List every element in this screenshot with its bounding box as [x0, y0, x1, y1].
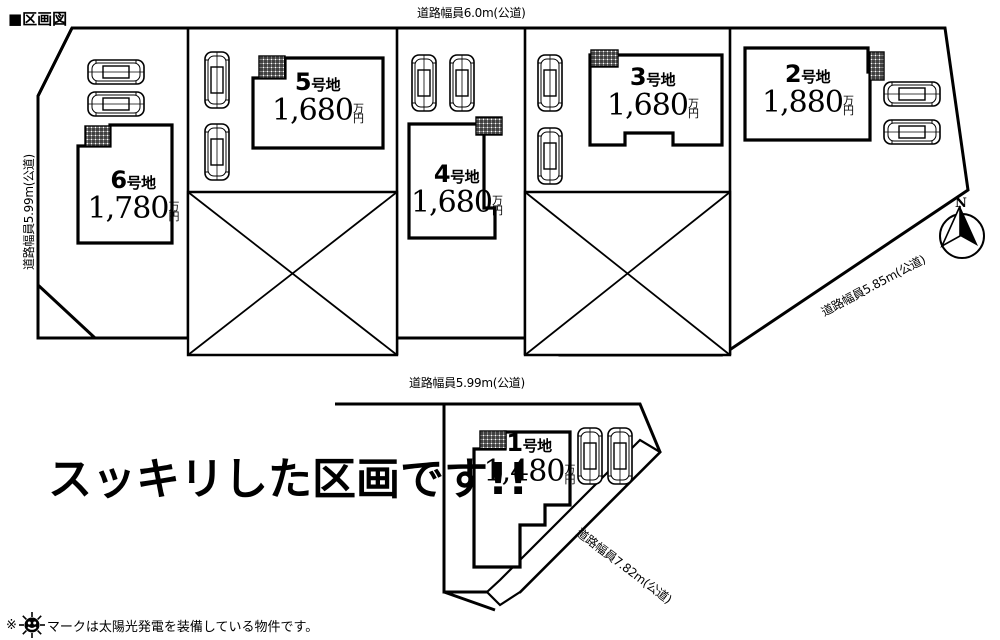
house-footprint-1	[472, 430, 572, 569]
parking-car	[883, 119, 941, 145]
road-label-top: 道路幅員6.0m(公道)	[417, 6, 526, 20]
house-footprint-5	[251, 55, 385, 150]
solar-sun-icon	[18, 612, 45, 638]
lot-number-6: 6号地	[110, 166, 156, 194]
parking-car	[411, 54, 437, 112]
solar-panel-4	[475, 116, 503, 136]
solar-panel-3	[590, 49, 619, 68]
footer-note-prefix: ※	[6, 617, 17, 633]
lot-number-4: 4号地	[433, 160, 480, 188]
parking-car	[87, 59, 145, 85]
lot-number-1: 1号地	[506, 429, 552, 457]
solar-panel-1	[479, 430, 507, 450]
road-label-bottom: 道路幅員5.99m(公道)	[409, 376, 525, 390]
parking-car	[537, 54, 563, 112]
slogan-text: スッキリした区画です!!	[48, 454, 529, 505]
compass-rose: N	[938, 196, 986, 260]
house-footprint-2	[743, 46, 885, 142]
solar-panel-5	[258, 55, 286, 79]
house-footprint-3	[588, 49, 724, 147]
parking-car	[87, 91, 145, 117]
parking-car	[204, 123, 230, 181]
road-label-left: 道路幅員5.99m(公道)	[22, 154, 36, 270]
parking-car	[204, 51, 230, 109]
crossed-parcel-right	[523, 190, 732, 357]
parking-car	[449, 54, 475, 112]
parking-car	[883, 81, 941, 107]
parking-car	[537, 127, 563, 185]
solar-panel-6	[84, 125, 111, 147]
house-footprint-4	[407, 116, 503, 240]
footer-note-text: マークは太陽光発電を装備している物件です。	[46, 619, 319, 635]
lot-number-5: 5号地	[294, 68, 341, 96]
page-title: ■区画図	[8, 10, 68, 28]
compass-north-label: N	[955, 196, 967, 211]
parking-car	[607, 427, 633, 485]
lot-number-2: 2号地	[784, 60, 831, 88]
lot-number-3: 3号地	[629, 63, 676, 91]
crossed-parcel-left	[186, 190, 399, 357]
solar-panel-2	[869, 51, 885, 81]
house-footprint-6	[76, 123, 174, 245]
footer-note: ※ マークは太陽光発電を装備している物件です。	[6, 612, 318, 638]
